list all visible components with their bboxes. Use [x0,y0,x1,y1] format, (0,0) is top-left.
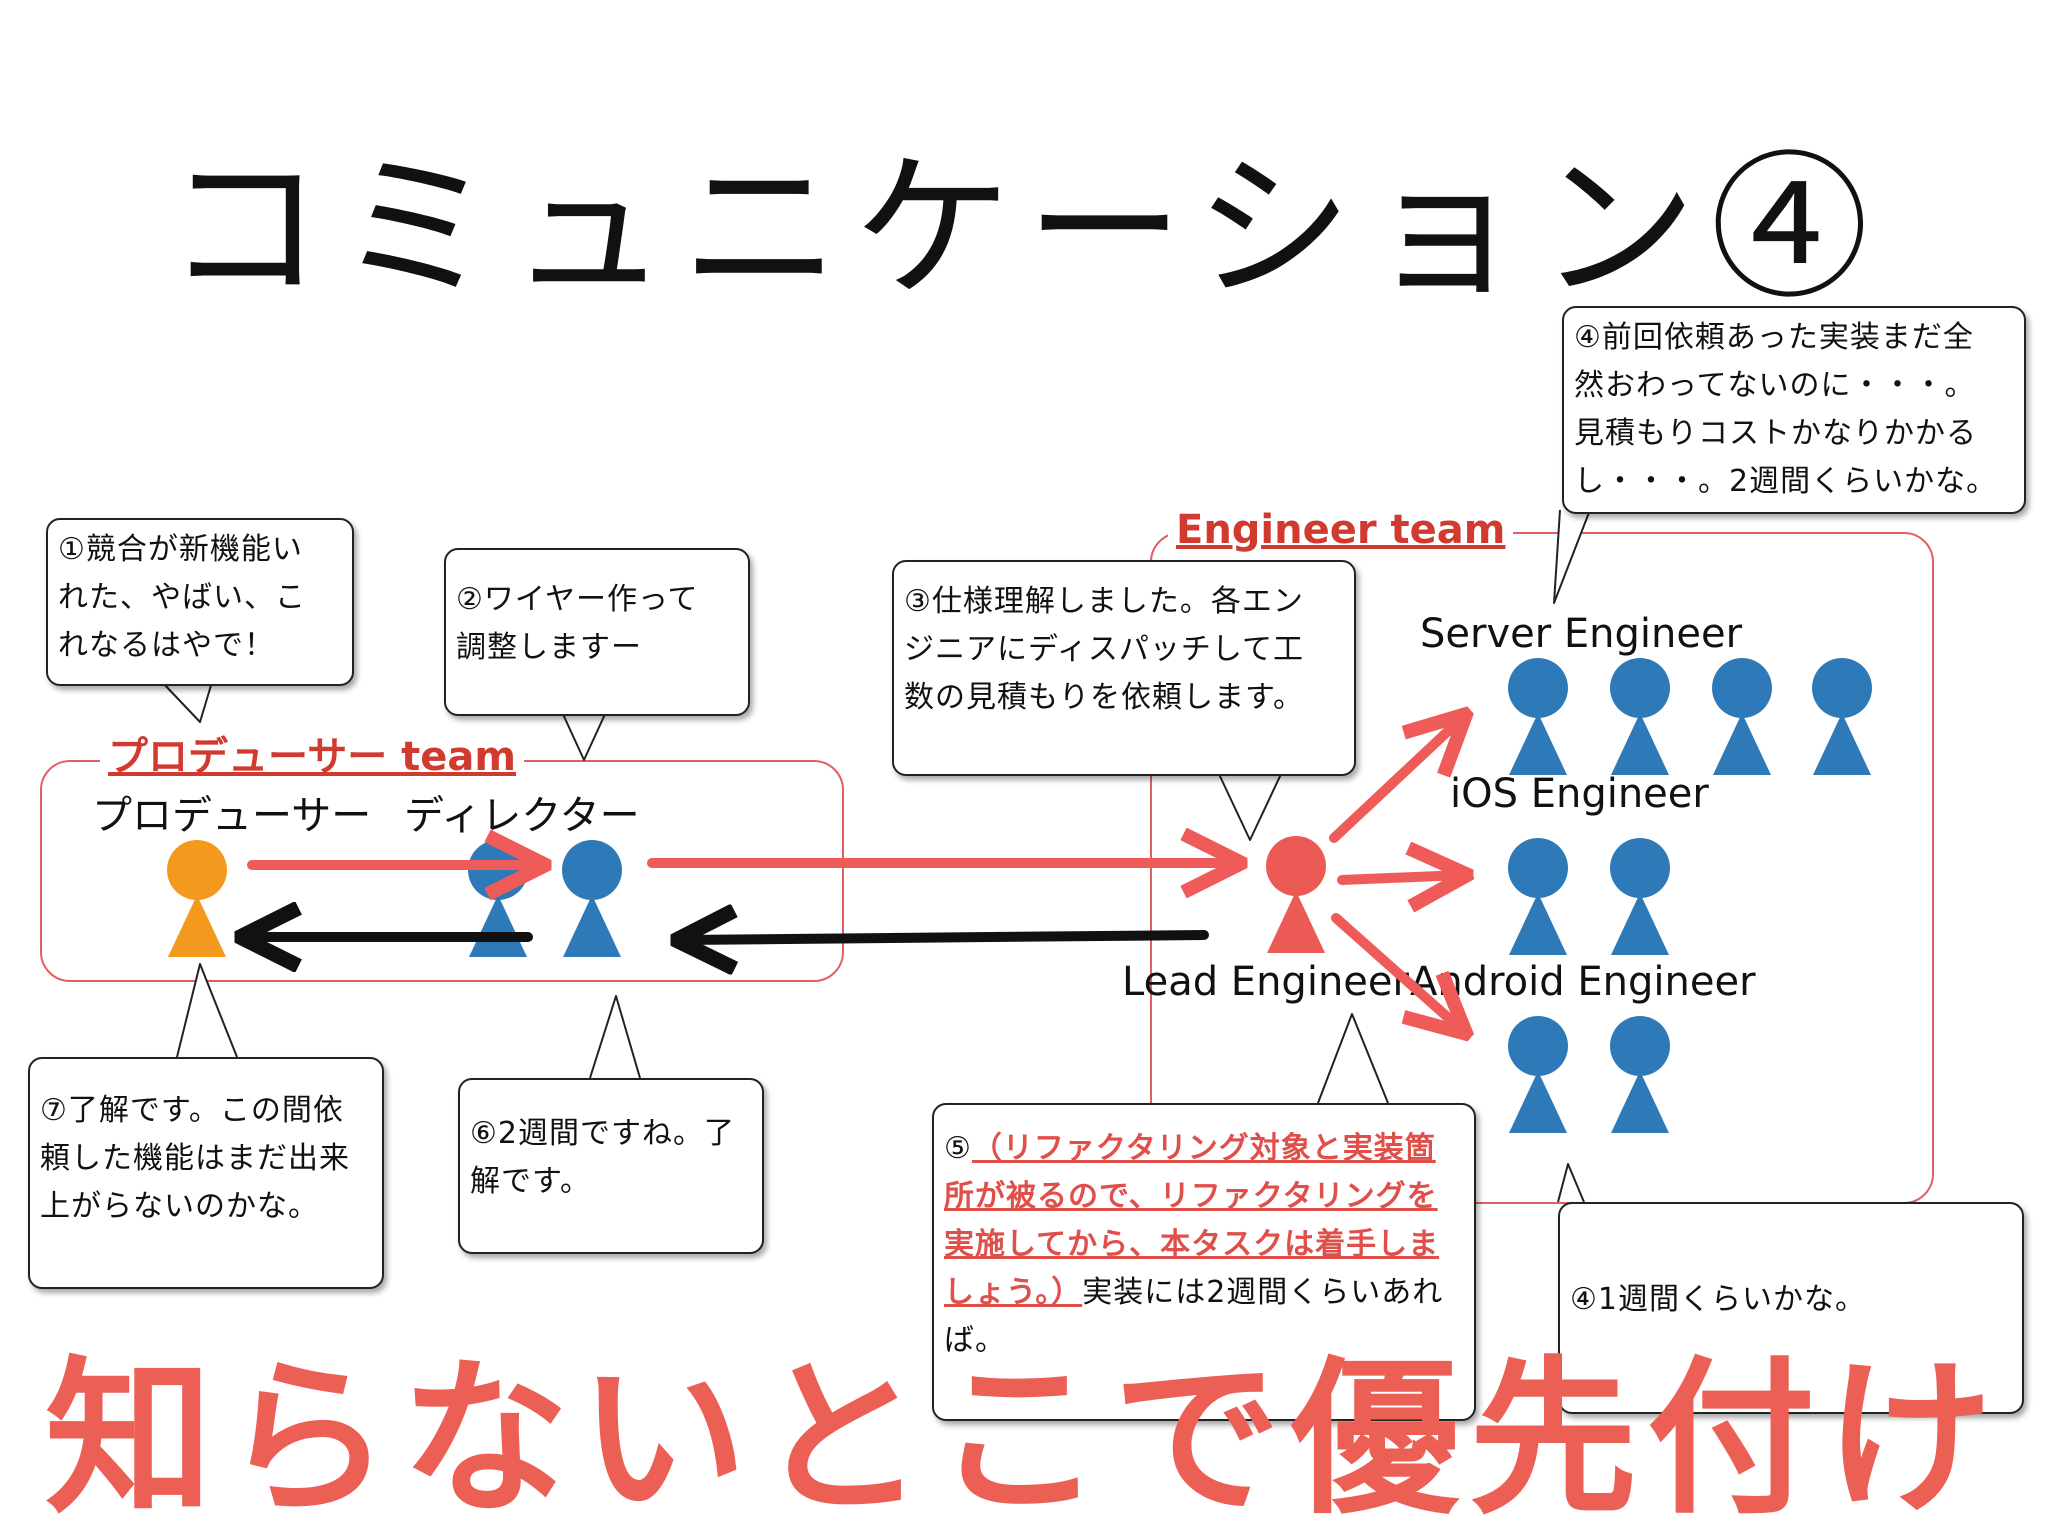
slogan: 知らないとこで優先付け [45,1341,2003,1537]
server-engineer-label: Server Engineer [1420,611,1743,657]
tail-b6 [589,995,641,1079]
bubble-7-text: ⑦了解です。この間依 頼した機能はまだ出来 上がらないのかな。 [40,1093,350,1224]
server-engineer-figures [1508,658,1872,775]
tail-b8 [1557,1163,1585,1203]
tail-b2 [561,711,607,761]
engineer-team-label: Engineer team [1168,506,1514,554]
red-arrows [247,718,1462,1030]
arrow-lead-to-server [1329,718,1462,843]
producer-team-label: プロデューサー team [100,733,525,781]
bubble-6: ⑥2週間ですね。了 解です。 [458,1078,764,1254]
bubble-5-text: ⑤（リファクタリング対象と実装箇所が被るので、リファクタリングを実施してから、本… [934,1105,1474,1371]
lead-engineer-label: Lead Engineer [1122,959,1409,1005]
bubble-2: ②ワイヤー作って 調整しますー [444,548,750,716]
android-engineer-figures [1508,1016,1670,1133]
black-arrows [246,935,1209,940]
tail-b5 [1317,1013,1389,1104]
tail-b1 [161,681,213,723]
ios-engineer-figures [1508,838,1670,955]
bubble-5-rest: 実装には2週間くらいあれば。 [944,1275,1444,1358]
arrow-lead-to-ios [1337,875,1462,880]
bubble-8-text: ④1週間くらいかな。 [1570,1282,1866,1317]
bubble-7: ⑦了解です。この間依 頼した機能はまだ出来 上がらないのかな。 [28,1057,384,1289]
bubble-5: ⑤（リファクタリング対象と実装箇所が被るので、リファクタリングを実施してから、本… [932,1103,1476,1421]
bubble-3: ③仕様理解しました。各エン ジニアにディスパッチして工 数の見積もりを依頼します… [892,560,1356,776]
bubble-1-text: ①競合が新機能い れた、やばい、こ れなるはやで！ [58,532,306,663]
page-title: コミュニケーション④ [165,137,1883,321]
producer-figure [167,840,227,957]
bubble-1: ①競合が新機能い れた、やばい、こ れなるはやで！ [46,518,354,686]
tail-b4 [1553,509,1591,604]
lead-engineer-figure [1266,836,1326,953]
bubble-5-prefix: ⑤ [944,1131,972,1166]
tail-b3 [1217,771,1283,841]
bubble-5-highlight: （リファクタリング対象と実装箇所が被るので、リファクタリングを実施してから、本タ… [944,1131,1440,1310]
arrow-lead-to-android [1331,913,1462,1030]
bubble-4-text: ④前回依頼あった実装まだ全 然おわってないのに・・・。 見積もりコストかなりかか… [1574,320,1998,499]
bubble-8: ④1週間くらいかな。 [1558,1202,2024,1414]
bubble-2-text: ②ワイヤー作って 調整しますー [456,582,699,665]
bubble-6-text: ⑥2週間ですね。了 解です。 [470,1116,735,1199]
tail-b7 [176,963,238,1058]
ios-engineer-label: iOS Engineer [1450,771,1709,817]
producer-label: プロデューサー [92,793,372,839]
arrow-lead-to-director [682,935,1209,940]
bubble-3-text: ③仕様理解しました。各エン ジニアにディスパッチして工 数の見積もりを依頼します… [904,584,1304,715]
bubble-4: ④前回依頼あった実装まだ全 然おわってないのに・・・。 見積もりコストかなりかか… [1562,306,2026,514]
bubble-tails [161,509,1591,1203]
